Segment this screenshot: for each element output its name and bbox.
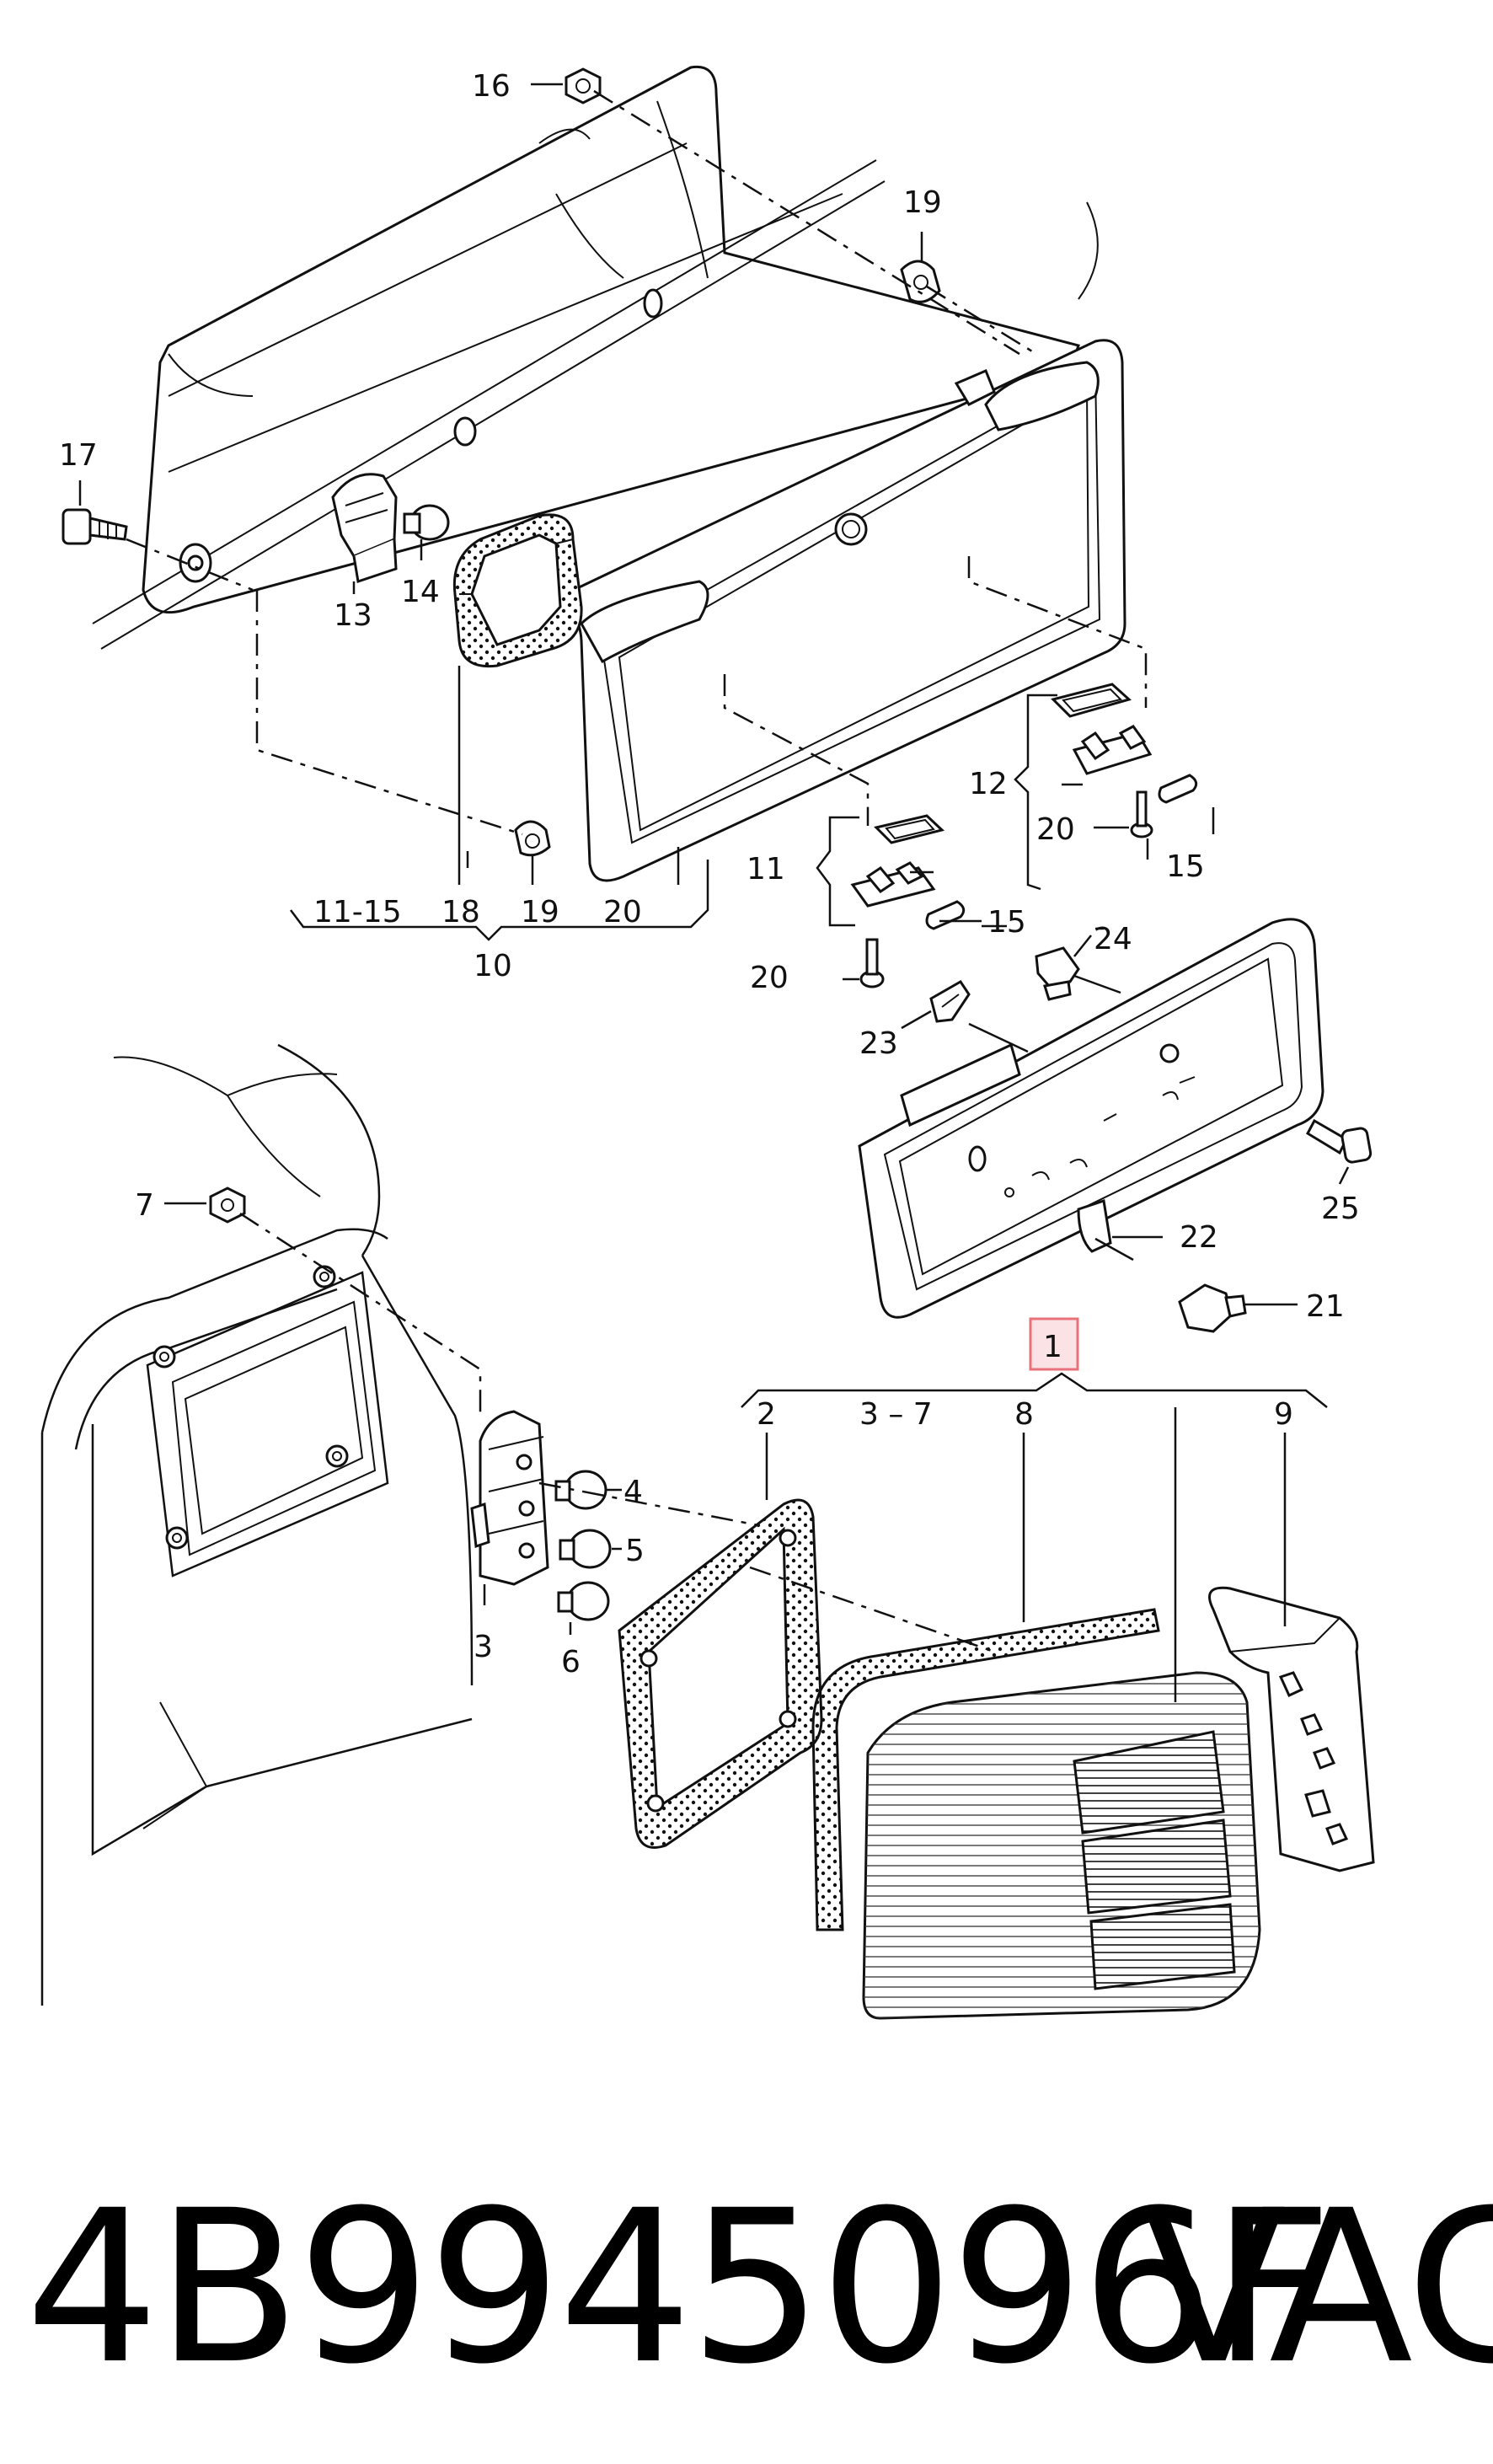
brace-11	[816, 816, 859, 927]
clip-24	[1035, 946, 1080, 1001]
gasket-2	[618, 1498, 823, 1849]
callout-10-19: 19	[521, 895, 559, 929]
callout-23: 23	[859, 1026, 898, 1061]
callout-19-top: 19	[903, 185, 942, 220]
callout-15-upper: 15	[1166, 849, 1205, 884]
bracket-1	[741, 1372, 1328, 1408]
callout-4: 4	[623, 1475, 643, 1509]
callout-14: 14	[401, 575, 440, 609]
callout-3: 3	[474, 1630, 493, 1664]
tail-lamp-lens	[862, 1671, 1261, 2020]
callout-20-upper: 20	[1036, 812, 1075, 847]
bulb-15-upper	[1158, 774, 1198, 804]
callout-10-20: 20	[603, 895, 642, 929]
group-10-leaders	[458, 666, 680, 885]
clip-23	[929, 980, 971, 1023]
callout-2: 2	[757, 1397, 776, 1432]
bulb-14	[403, 504, 450, 541]
callout-3-to-7: 3 – 7	[859, 1397, 933, 1432]
callout-leaders	[78, 83, 1350, 1702]
nut-16	[565, 67, 602, 104]
bracket-10	[290, 860, 709, 941]
callout-9: 9	[1274, 1397, 1293, 1432]
license-lamp-12	[1051, 683, 1153, 775]
trim-strip	[553, 339, 1126, 882]
callout-7: 7	[135, 1188, 154, 1223]
callout-13: 13	[334, 598, 372, 633]
callout-24: 24	[1094, 922, 1132, 956]
callout-10: 10	[474, 949, 512, 983]
screw-17	[62, 508, 128, 545]
callout-11: 11	[746, 852, 785, 887]
reflector-frame	[858, 918, 1324, 1319]
callout-12: 12	[969, 767, 1008, 801]
callout-16: 16	[472, 69, 511, 104]
brace-12	[1014, 694, 1057, 891]
lamp-housing-9	[1208, 1586, 1375, 1872]
bulb-socket-13	[331, 473, 398, 583]
bulb-holder-3	[470, 1410, 549, 1586]
screw-20-lower	[859, 938, 885, 988]
highlight-box	[1029, 1317, 1079, 1371]
callout-25: 25	[1321, 1192, 1360, 1226]
bulb-6	[557, 1581, 610, 1621]
clip-19-bottom	[514, 820, 551, 857]
part-number: 4B9945096F	[25, 2165, 1333, 2410]
callout-21: 21	[1306, 1289, 1345, 1324]
bulb-5	[559, 1529, 612, 1569]
callout-10-18: 18	[441, 895, 480, 929]
callout-22: 22	[1180, 1220, 1218, 1255]
callout-8: 8	[1014, 1397, 1034, 1432]
callout-6: 6	[561, 1645, 581, 1679]
plug-21	[1178, 1283, 1247, 1333]
body-quarter-panel	[40, 1043, 474, 2006]
callout-17: 17	[59, 438, 98, 473]
callout-15-lower: 15	[987, 905, 1026, 940]
callout-10-range: 11-15	[313, 895, 402, 929]
license-lamp-11	[850, 814, 945, 908]
nut-7	[209, 1186, 246, 1224]
screw-20-upper	[1130, 790, 1153, 838]
exploded-parts-diagram: 16 19 17 13 14 12 20 15 11 15 20 24 23 2…	[40, 65, 1375, 2020]
brand-name: VAG	[1142, 2165, 1493, 2410]
small-gasket	[452, 513, 583, 668]
bulb-15-lower	[925, 900, 966, 930]
clip-19-top	[900, 260, 941, 303]
callout-5: 5	[625, 1534, 645, 1568]
callout-20-lower: 20	[750, 961, 789, 995]
seal-8	[811, 1608, 1160, 1931]
callout-labels: 16 19 17 13 14 12 20 15 11 15 20 24 23 2…	[59, 69, 1360, 1679]
leader-lines	[126, 89, 1148, 1653]
screw-25	[1306, 1118, 1373, 1164]
callout-1: 1	[1043, 1330, 1062, 1364]
bulb-4	[554, 1470, 607, 1510]
